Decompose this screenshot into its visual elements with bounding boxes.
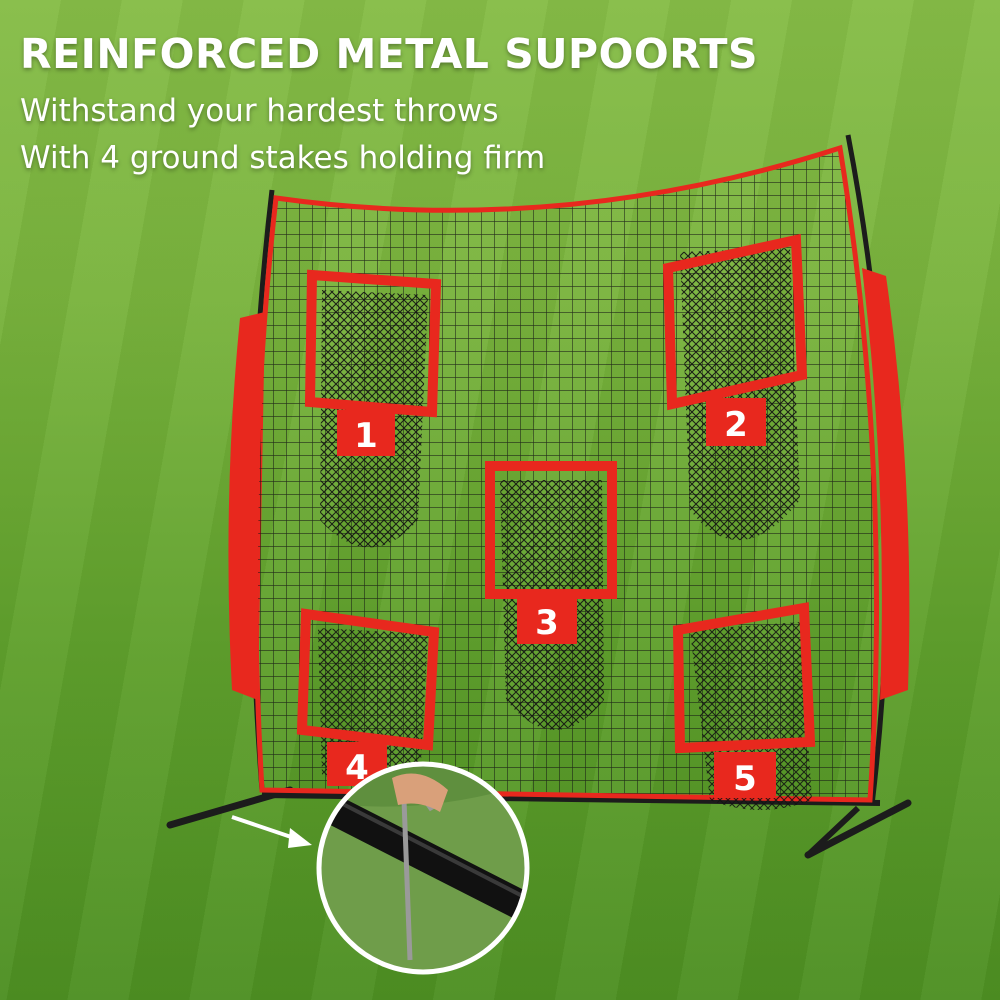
- target-4-number: 4: [345, 748, 369, 788]
- target-1-number: 1: [354, 416, 378, 456]
- target-4: 4: [296, 608, 440, 788]
- stake-detail-inset: [316, 761, 530, 975]
- subheadline-1: Withstand your hardest throws: [20, 93, 499, 129]
- target-3: 3: [485, 461, 617, 644]
- pointer-arrow-icon: [231, 815, 312, 848]
- target-1: 1: [304, 269, 442, 456]
- subheadline-2: With 4 ground stakes holding firm: [20, 140, 546, 176]
- right-sleeve: [862, 268, 910, 700]
- headline: REINFORCED METAL SUPOORTS: [20, 30, 759, 78]
- target-pockets: [318, 248, 812, 810]
- target-2: 2: [662, 233, 808, 446]
- target-2-number: 2: [724, 405, 748, 445]
- target-5-number: 5: [733, 759, 757, 799]
- target-5: 5: [672, 602, 816, 799]
- net-border: [253, 144, 880, 803]
- target-3-number: 3: [535, 603, 559, 643]
